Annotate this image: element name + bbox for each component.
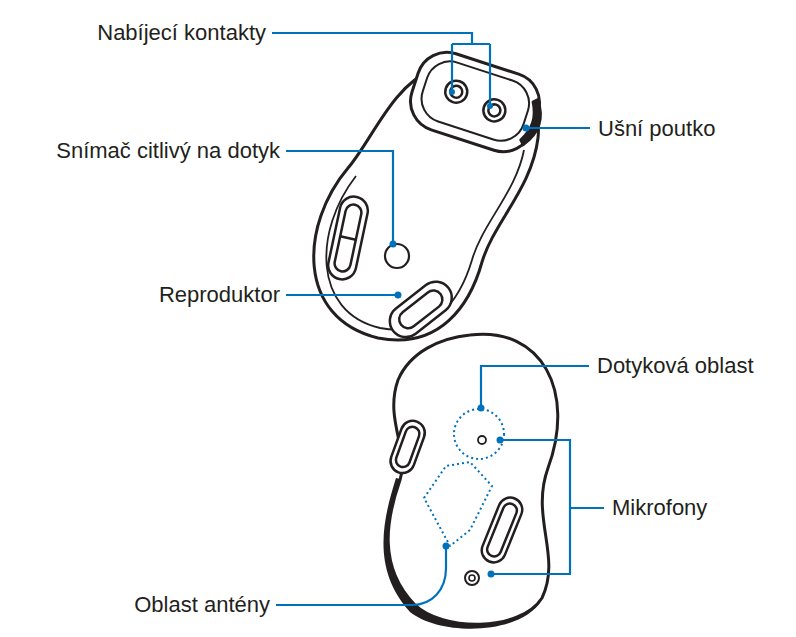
side-vent — [326, 194, 371, 282]
leader-dot — [488, 571, 495, 578]
leader-dot — [443, 543, 450, 550]
leader-line — [276, 546, 446, 605]
charging-contact — [480, 97, 508, 125]
part-label: Snímač citlivý na dotyk — [56, 138, 280, 164]
leader-line — [286, 294, 398, 296]
part-label: Oblast antény — [134, 592, 270, 618]
microphone-hole — [478, 436, 486, 444]
cap-outer — [403, 44, 548, 159]
part-label: Mikrofony — [612, 495, 707, 521]
microphone-hole — [465, 571, 479, 585]
antenna-area-outline — [424, 462, 492, 546]
leader-dot — [395, 292, 402, 299]
leader-dot — [523, 125, 530, 132]
leader-dots — [390, 89, 530, 578]
leader-dot — [390, 241, 397, 248]
vent-inner — [394, 425, 422, 469]
speaker-inner — [396, 287, 446, 332]
earbud-outer-side — [383, 334, 557, 629]
side-vent — [478, 494, 526, 566]
vent-inner — [333, 203, 363, 273]
ear-loop — [519, 98, 546, 148]
part-label: Nabíjecí kontakty — [97, 20, 266, 46]
leader-dot — [497, 437, 504, 444]
leader-dot — [478, 405, 485, 412]
vent-outer — [387, 417, 428, 476]
speaker — [383, 275, 458, 343]
charging-contact-center — [487, 103, 502, 118]
earbud-inner-side — [314, 44, 552, 343]
leader-line — [286, 151, 393, 244]
charging-contact — [442, 78, 470, 106]
earbud-body — [388, 334, 558, 624]
side-vent — [387, 417, 428, 476]
ear-tip-cap — [403, 44, 552, 161]
leader-line — [526, 127, 590, 129]
leader-dot — [487, 103, 493, 109]
microphone-hole-center — [469, 575, 475, 581]
vent-outer — [478, 494, 526, 566]
vent-inner — [485, 501, 519, 558]
part-label: Reproduktor — [159, 282, 280, 308]
leader-lines — [272, 33, 604, 605]
leader-line — [272, 33, 490, 106]
part-label: Ušní poutko — [598, 116, 715, 142]
vent-bar — [340, 236, 356, 239]
touch-sensor — [385, 244, 409, 268]
touch-area-outline — [454, 409, 504, 459]
leader-line — [491, 440, 604, 574]
vent-outer — [326, 194, 371, 282]
part-label: Dotyková oblast — [597, 353, 754, 379]
leader-dot — [449, 89, 455, 95]
speaker-outer — [383, 275, 458, 343]
leader-line — [481, 366, 589, 408]
cap-inner — [415, 55, 535, 147]
